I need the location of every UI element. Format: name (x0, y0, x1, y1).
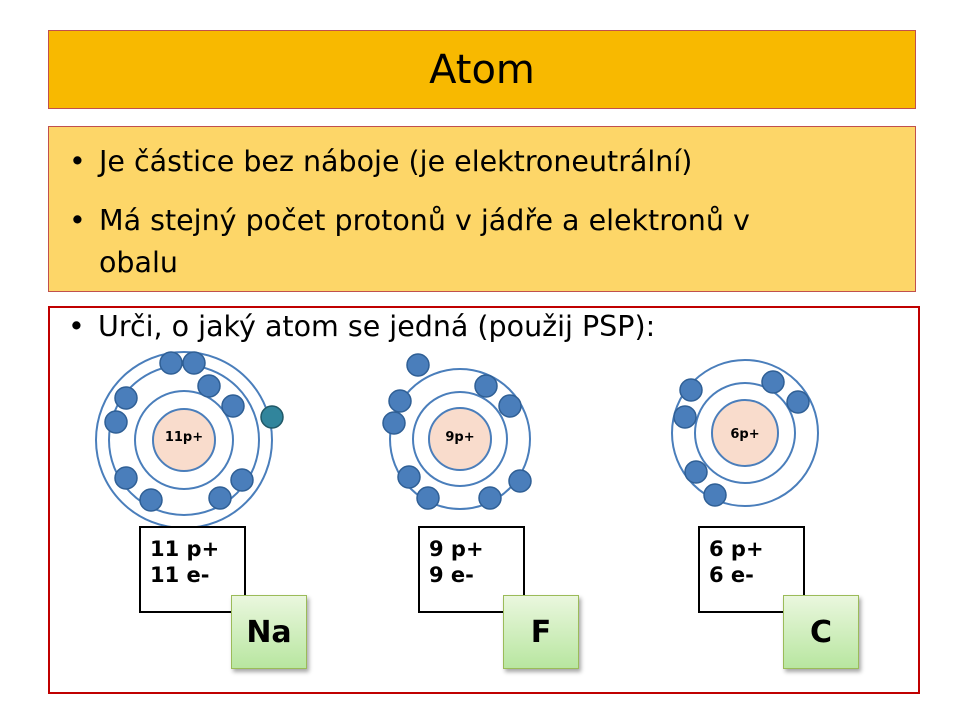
bullet-item: obalu (69, 242, 178, 284)
electron (182, 351, 206, 375)
electron (498, 394, 522, 418)
nucleus-label: 9p+ (445, 430, 475, 445)
electron-count: 9 e- (429, 563, 474, 587)
electron (382, 411, 406, 435)
electron (114, 466, 138, 490)
nucleus-label: 11p+ (164, 430, 204, 445)
bullet-dot: • (69, 204, 86, 237)
proton-count: 11 p+ (150, 537, 220, 561)
electron (388, 389, 412, 413)
electron (406, 353, 430, 377)
electron (416, 486, 440, 510)
nucleus (152, 408, 216, 472)
electron (114, 386, 138, 410)
bullet-dot: • (68, 310, 85, 343)
task-text: Urči, o jaký atom se jedná (použij PSP): (98, 310, 656, 343)
electron (230, 468, 254, 492)
electron (397, 465, 421, 489)
shell-1 (694, 382, 796, 484)
nucleus (711, 399, 779, 467)
page-title: Atom (429, 46, 535, 93)
electron (786, 390, 810, 414)
electron (104, 410, 128, 434)
electron (673, 405, 697, 429)
bullet-dot: • (69, 145, 86, 178)
electron (679, 378, 703, 402)
shell-2 (671, 359, 819, 507)
electron (508, 469, 532, 493)
electron (684, 460, 708, 484)
bullet-text: Je částice bez náboje (je elektroneutrál… (99, 145, 693, 178)
electron (159, 351, 183, 375)
electron-count: 11 e- (150, 563, 210, 587)
bullet-item: • Má stejný počet protonů v jádře a elek… (69, 200, 750, 242)
nucleus-label: 6p+ (730, 427, 760, 442)
nucleus (428, 407, 492, 471)
electron (478, 486, 502, 510)
particle-count-box: 11 p+ 11 e- (139, 526, 246, 613)
valence-electron (260, 405, 284, 429)
electron (197, 374, 221, 398)
electron (474, 374, 498, 398)
particle-count-box: 9 p+ 9 e- (418, 526, 525, 613)
element-answer-button[interactable]: C (783, 595, 859, 669)
bullet-item: • Je částice bez náboje (je elektroneutr… (69, 141, 692, 183)
task-frame (48, 306, 920, 694)
electron (761, 370, 785, 394)
definition-box: • Je částice bez náboje (je elektroneutr… (48, 126, 916, 292)
shell-1 (134, 390, 234, 490)
electron (703, 483, 727, 507)
bullet-text: obalu (99, 246, 178, 279)
element-answer-button[interactable]: Na (231, 595, 307, 669)
atom-diagram-carbon (671, 359, 819, 507)
electron (221, 394, 245, 418)
proton-count: 9 p+ (429, 537, 484, 561)
electron (208, 486, 232, 510)
task-bullet: • Urči, o jaký atom se jedná (použij PSP… (68, 306, 655, 348)
atom-diagram-sodium (95, 351, 284, 529)
shell-2 (389, 368, 531, 510)
bullet-text: Má stejný počet protonů v jádře a elektr… (99, 204, 750, 237)
electron-count: 6 e- (709, 563, 754, 587)
shell-1 (412, 391, 508, 487)
element-answer-button[interactable]: F (503, 595, 579, 669)
particle-count-box: 6 p+ 6 e- (698, 526, 805, 613)
atom-diagram-fluorine (382, 353, 532, 510)
electron (139, 488, 163, 512)
proton-count: 6 p+ (709, 537, 764, 561)
title-banner: Atom (48, 30, 916, 109)
